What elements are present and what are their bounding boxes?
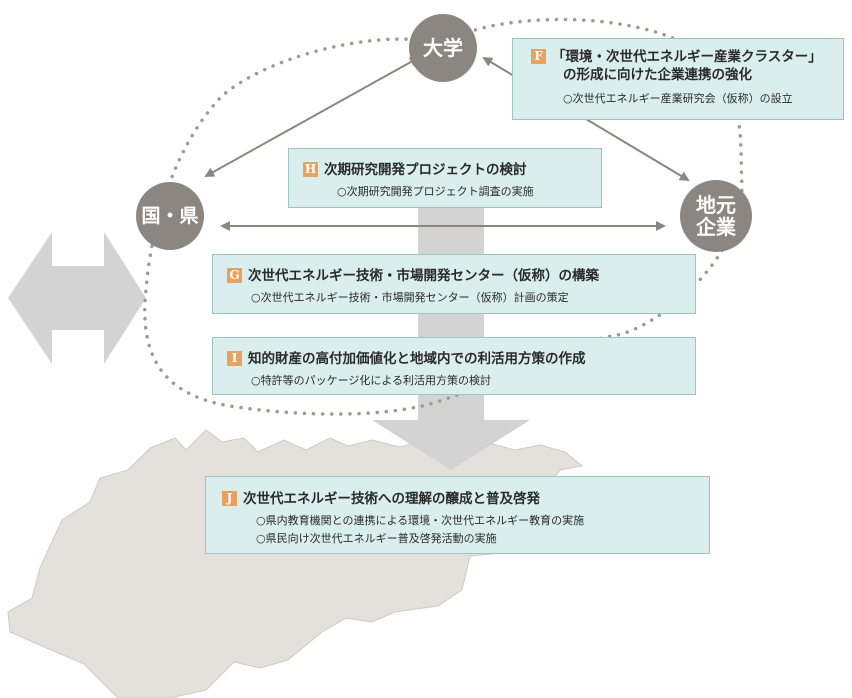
box-G-title: G 次世代エネルギー技術・市場開発センター（仮称）の構築 [227, 264, 695, 284]
box-H-title-text: 次期研究開発プロジェクトの検討 [324, 162, 527, 178]
box-H-item-1: ○次期研究開発プロジェクト調査の実施 [337, 185, 534, 198]
box-F-cluster: F 「環境・次世代エネルギー産業クラスター」 の形成に向けた企業連携の強化 ○次世… [512, 38, 844, 120]
node-local-companies-label: 地元企業 [696, 193, 736, 239]
box-I-title-text: 知的財産の高付加価値化と地域内での利活用方策の作成 [248, 351, 586, 367]
left-double-arrow [8, 232, 146, 364]
dotted-cycle-loop [143, 17, 744, 416]
node-university: 大学 [409, 14, 477, 82]
box-I-title: I 知的財産の高付加価値化と地域内での利活用方策の作成 [227, 347, 695, 367]
box-I-item-1: ○特許等のパッケージ化による利活用方策の検討 [251, 374, 492, 387]
box-F-title: F 「環境・次世代エネルギー産業クラスター」 の形成に向けた企業連携の強化 [531, 48, 843, 84]
box-J-title: J 次世代エネルギー技術への理解の醸成と普及啓発 [222, 487, 709, 507]
box-H-title: H 次期研究開発プロジェクトの検討 [303, 158, 601, 178]
box-G-center: G 次世代エネルギー技術・市場開発センター（仮称）の構築 ○次世代エネルギー技術・… [212, 254, 696, 314]
region-map-shape [7, 429, 584, 698]
node-government: 国・県 [136, 182, 204, 250]
box-G-title-text: 次世代エネルギー技術・市場開発センター（仮称）の構築 [248, 268, 599, 284]
box-F-title-line1: 「環境・次世代エネルギー産業クラスター」 [552, 49, 822, 65]
box-J-badge: J [222, 491, 237, 506]
box-H-next-project: H 次期研究開発プロジェクトの検討 ○次期研究開発プロジェクト調査の実施 [288, 148, 602, 208]
node-government-label: 国・県 [141, 204, 199, 227]
arrow-university-government [204, 57, 420, 177]
node-university-label: 大学 [423, 36, 463, 60]
box-G-badge: G [227, 268, 242, 283]
box-J-title-text: 次世代エネルギー技術への理解の醸成と普及啓発 [243, 491, 540, 507]
box-I-badge: I [227, 351, 242, 366]
node-local-companies: 地元企業 [680, 180, 752, 252]
box-I-ip: I 知的財産の高付加価値化と地域内での利活用方策の作成 ○特許等のパッケージ化によ… [212, 337, 696, 395]
box-J-awareness: J 次世代エネルギー技術への理解の醸成と普及啓発 ○県内教育機関との連携による環境… [205, 476, 710, 554]
box-F-badge: F [531, 49, 546, 64]
box-F-title-line2: の形成に向けた企業連携の強化 [563, 67, 752, 83]
box-H-badge: H [303, 162, 318, 177]
box-J-item-1: ○県内教育機関との連携による環境・次世代エネルギー教育の実施 [256, 514, 585, 527]
box-J-item-2: ○県民向け次世代エネルギー普及啓発活動の実施 [256, 532, 497, 545]
box-F-item-1: ○次世代エネルギー産業研究会（仮称）の設立 [563, 92, 793, 105]
box-G-item-1: ○次世代エネルギー技術・市場開発センター（仮称）計画の策定 [251, 291, 569, 304]
